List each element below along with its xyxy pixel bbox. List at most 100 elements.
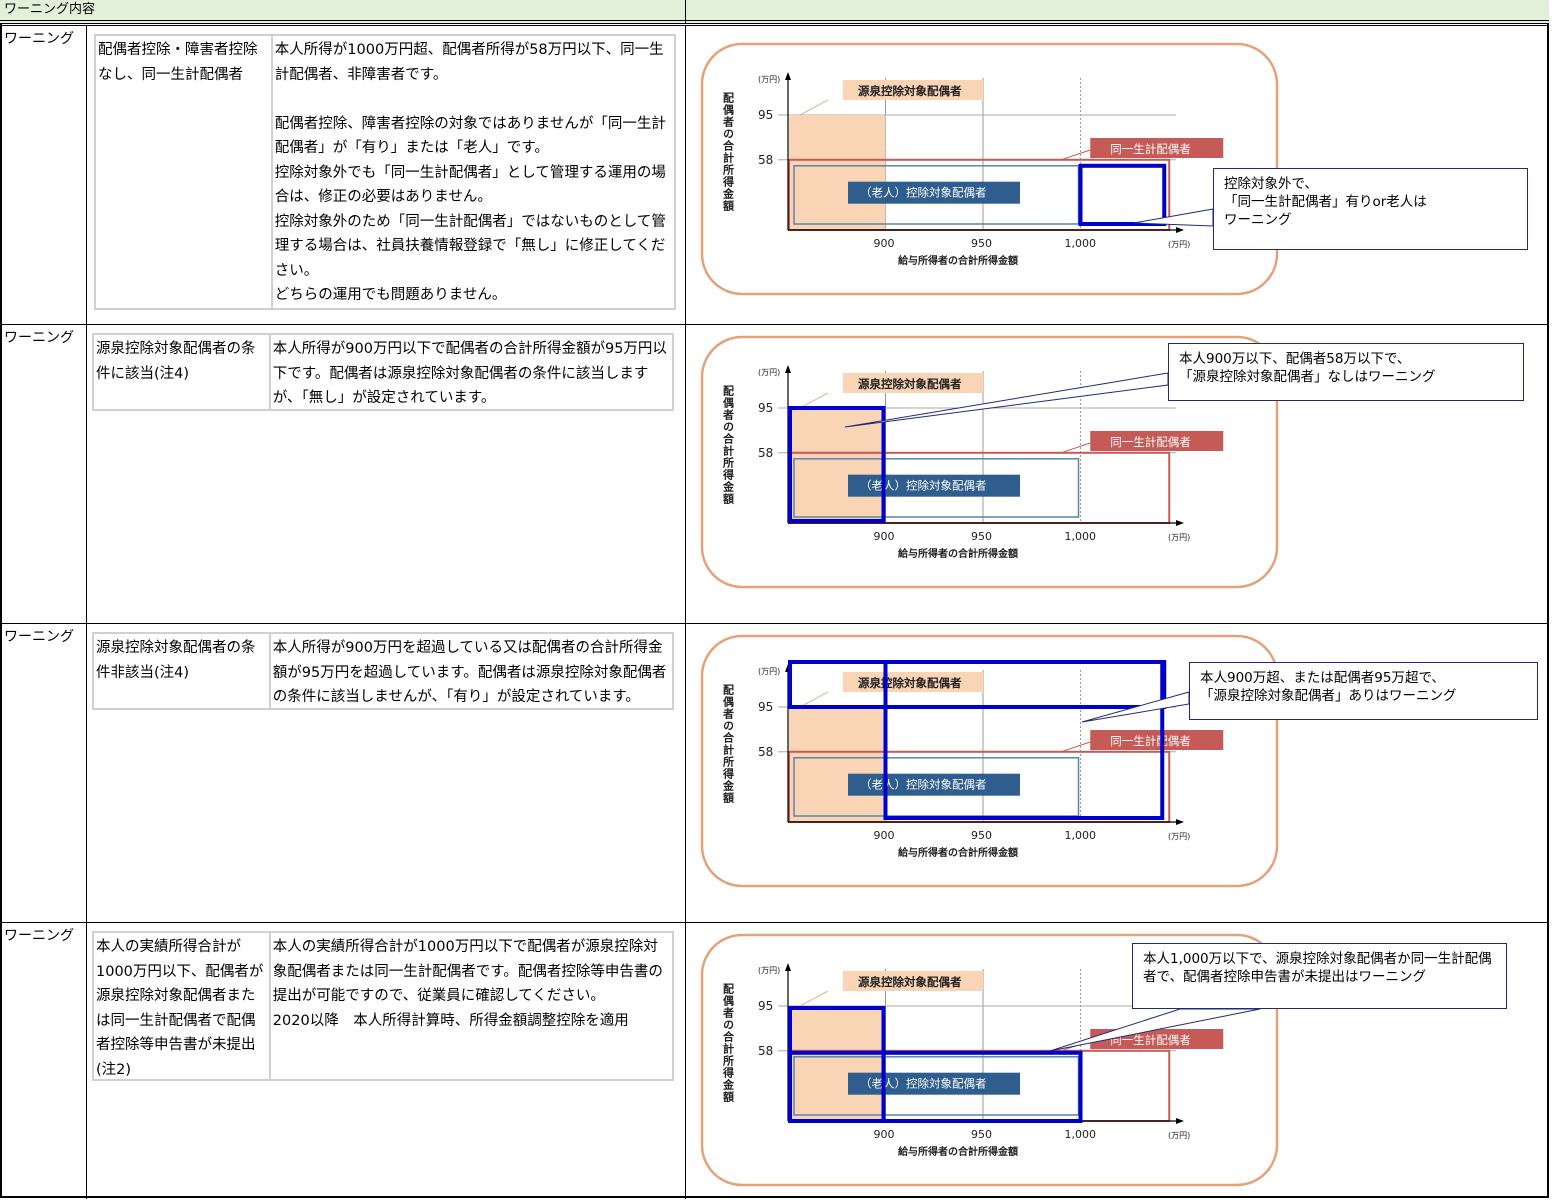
warning-level: ワーニング	[4, 31, 74, 47]
deductible-tag	[848, 181, 1020, 204]
y-tick-label: 58	[758, 1044, 773, 1058]
x-tick-label: 1,000	[1065, 530, 1097, 543]
highlight-box	[1078, 163, 1167, 226]
withholding-zone	[789, 707, 886, 822]
description-line: 本人所得が900万円を超過している又は配偶者の合計所得金額が95万円を超過してい…	[272, 640, 667, 705]
deductible-zone	[793, 458, 1080, 518]
warning-level: ワーニング	[4, 330, 74, 346]
description-line: 配偶者控除、障害者控除の対象ではありませんが「同一生計配偶者」が「有り」または「…	[274, 115, 666, 157]
same-household-leader	[1060, 741, 1091, 753]
x-tick-label: 950	[971, 829, 992, 842]
same-household-leader	[1060, 442, 1091, 454]
highlight-box	[788, 406, 886, 523]
warning-description: 本人の実績所得合計が1000万円以下で配偶者が源泉控除対象配偶者または同一生計配…	[271, 933, 672, 1079]
x-unit-label: (万円)	[1168, 533, 1190, 542]
withholding-tag	[843, 80, 983, 100]
same-household-leader	[1060, 149, 1091, 161]
y-axis-arrow-icon	[785, 72, 791, 80]
y-unit-label: (万円)	[758, 75, 780, 84]
x-tick-label: 950	[971, 530, 992, 543]
deductible-tag	[848, 474, 1020, 497]
withholding-tag-label: 源泉控除対象配偶者	[857, 676, 962, 690]
withholding-leader	[799, 392, 829, 409]
description-line: どちらの運用でも問題ありません。	[274, 287, 507, 303]
warning-level: ワーニング	[4, 629, 74, 645]
same-household-tag	[1090, 431, 1224, 451]
deductible-tag-label: （老人）控除対象配偶者	[860, 186, 987, 200]
deductible-tag	[848, 1072, 1020, 1095]
same-household-tag	[1090, 730, 1224, 750]
warning-callout: 本人1,000万以下で、源泉控除対象配偶者か同一生計配偶者で、配偶者控除申告書が…	[1132, 943, 1507, 1009]
x-axis-arrow-icon	[1176, 227, 1184, 233]
x-tick-label: 1,000	[1065, 829, 1097, 842]
warning-title: 本人の実績所得合計が1000万円以下、配偶者が源泉控除対象配偶者または同一生計配…	[94, 933, 271, 1079]
table-row: ワーニング 源泉控除対象配偶者の条件に該当(注4)本人所得が900万円以下で配偶者…	[0, 324, 1549, 624]
description-line: 本人所得が1000万円超、配偶者所得が58万円以下、同一生計配偶者、非障害者です…	[274, 42, 664, 83]
x-tick-label: 900	[874, 530, 895, 543]
warning-description: 本人所得が900万円以下で配偶者の合計所得金額が95万円以下です。配偶者は源泉控…	[271, 335, 672, 409]
x-tick-label: 900	[874, 1128, 895, 1141]
warning-detail-table: 源泉控除対象配偶者の条件非該当(注4)本人所得が900万円を超過している又は配偶…	[92, 632, 674, 710]
y-unit-label: (万円)	[758, 966, 780, 975]
deductible-tag-label: （老人）控除対象配偶者	[860, 1077, 987, 1091]
description-line: 本人所得が900万円以下で配偶者の合計所得金額が95万円以下です。配偶者は源泉控…	[272, 341, 667, 406]
x-tick-label: 1,000	[1065, 237, 1097, 250]
x-axis-title: 給与所得者の合計所得金額	[898, 254, 1018, 267]
description-line: 本人の実績所得合計が1000万円以下で配偶者が源泉控除対象配偶者または同一生計配…	[272, 939, 663, 1004]
column-divider	[685, 325, 686, 624]
x-axis-title: 給与所得者の合計所得金額	[898, 547, 1018, 560]
y-tick-label: 95	[758, 700, 773, 714]
x-tick-label: 900	[874, 237, 895, 250]
withholding-tag-label: 源泉控除対象配偶者	[857, 975, 962, 989]
header-warning-content: ワーニング内容	[4, 2, 96, 17]
y-axis-arrow-icon	[785, 365, 791, 373]
x-tick-label: 900	[874, 829, 895, 842]
x-axis-title: 給与所得者の合計所得金額	[898, 846, 1018, 859]
withholding-zone	[789, 408, 886, 523]
column-divider	[685, 26, 686, 325]
warning-title: 配偶者控除・障害者控除なし、同一生計配偶者	[96, 36, 273, 308]
table-row: ワーニング 本人の実績所得合計が1000万円以下、配偶者が源泉控除対象配偶者または…	[0, 922, 1549, 1199]
warning-callout: 控除対象外で、 「同一生計配偶者」有りor老人は ワーニング	[1213, 168, 1528, 250]
withholding-leader	[799, 691, 829, 708]
x-axis-title: 給与所得者の合計所得金額	[898, 1145, 1018, 1158]
column-divider	[86, 923, 87, 1199]
deductible-tag	[848, 773, 1020, 796]
table-header: ワーニング内容	[0, 0, 1549, 24]
y-axis-arrow-icon	[785, 963, 791, 971]
description-line	[275, 87, 672, 112]
y-axis-title: 配偶者の合計所得金額	[722, 384, 736, 505]
column-divider	[685, 624, 686, 923]
warning-detail-table: 源泉控除対象配偶者の条件に該当(注4)本人所得が900万円以下で配偶者の合計所得…	[92, 333, 674, 411]
y-unit-label: (万円)	[758, 368, 780, 377]
x-unit-label: (万円)	[1168, 240, 1190, 249]
withholding-zone	[789, 115, 886, 230]
header-divider	[685, 0, 686, 24]
warning-description: 本人所得が900万円を超過している又は配偶者の合計所得金額が95万円を超過してい…	[271, 634, 672, 708]
deductible-tag-label: （老人）控除対象配偶者	[860, 778, 987, 792]
y-tick-label: 58	[758, 446, 773, 460]
warning-description: 本人所得が1000万円超、配偶者所得が58万円以下、同一生計配偶者、非障害者です…	[273, 36, 674, 308]
warning-title: 源泉控除対象配偶者の条件非該当(注4)	[94, 634, 271, 708]
same-household-tag-label: 同一生計配偶者	[1110, 734, 1191, 748]
warning-level: ワーニング	[4, 928, 74, 944]
x-axis-arrow-icon	[1176, 819, 1184, 825]
same-household-tag-label: 同一生計配偶者	[1110, 1033, 1191, 1047]
withholding-leader	[799, 990, 829, 1007]
warning-callout: 本人900万超、または配偶者95万超で、 「源泉控除対象配偶者」ありはワーニング	[1189, 662, 1538, 720]
column-divider	[86, 624, 87, 923]
y-tick-label: 58	[758, 153, 773, 167]
withholding-leader	[799, 99, 829, 116]
warning-title: 源泉控除対象配偶者の条件に該当(注4)	[94, 335, 271, 409]
warning-callout: 本人900万以下、配偶者58万以下で、 「源泉控除対象配偶者」なしはワーニング	[1168, 343, 1524, 401]
description-line: 控除対象外でも「同一生計配偶者」として管理する運用の場合は、修正の必要はありませ…	[274, 164, 666, 206]
same-household-tag-label: 同一生計配偶者	[1110, 142, 1191, 156]
x-axis-arrow-icon	[1176, 1118, 1184, 1124]
table-row: ワーニング 源泉控除対象配偶者の条件非該当(注4)本人所得が900万円を超過してい…	[0, 623, 1549, 923]
same-household-tag-label: 同一生計配偶者	[1110, 435, 1191, 449]
x-axis-arrow-icon	[1176, 520, 1184, 526]
y-axis-title: 配偶者の合計所得金額	[722, 91, 736, 212]
column-divider	[685, 923, 686, 1199]
